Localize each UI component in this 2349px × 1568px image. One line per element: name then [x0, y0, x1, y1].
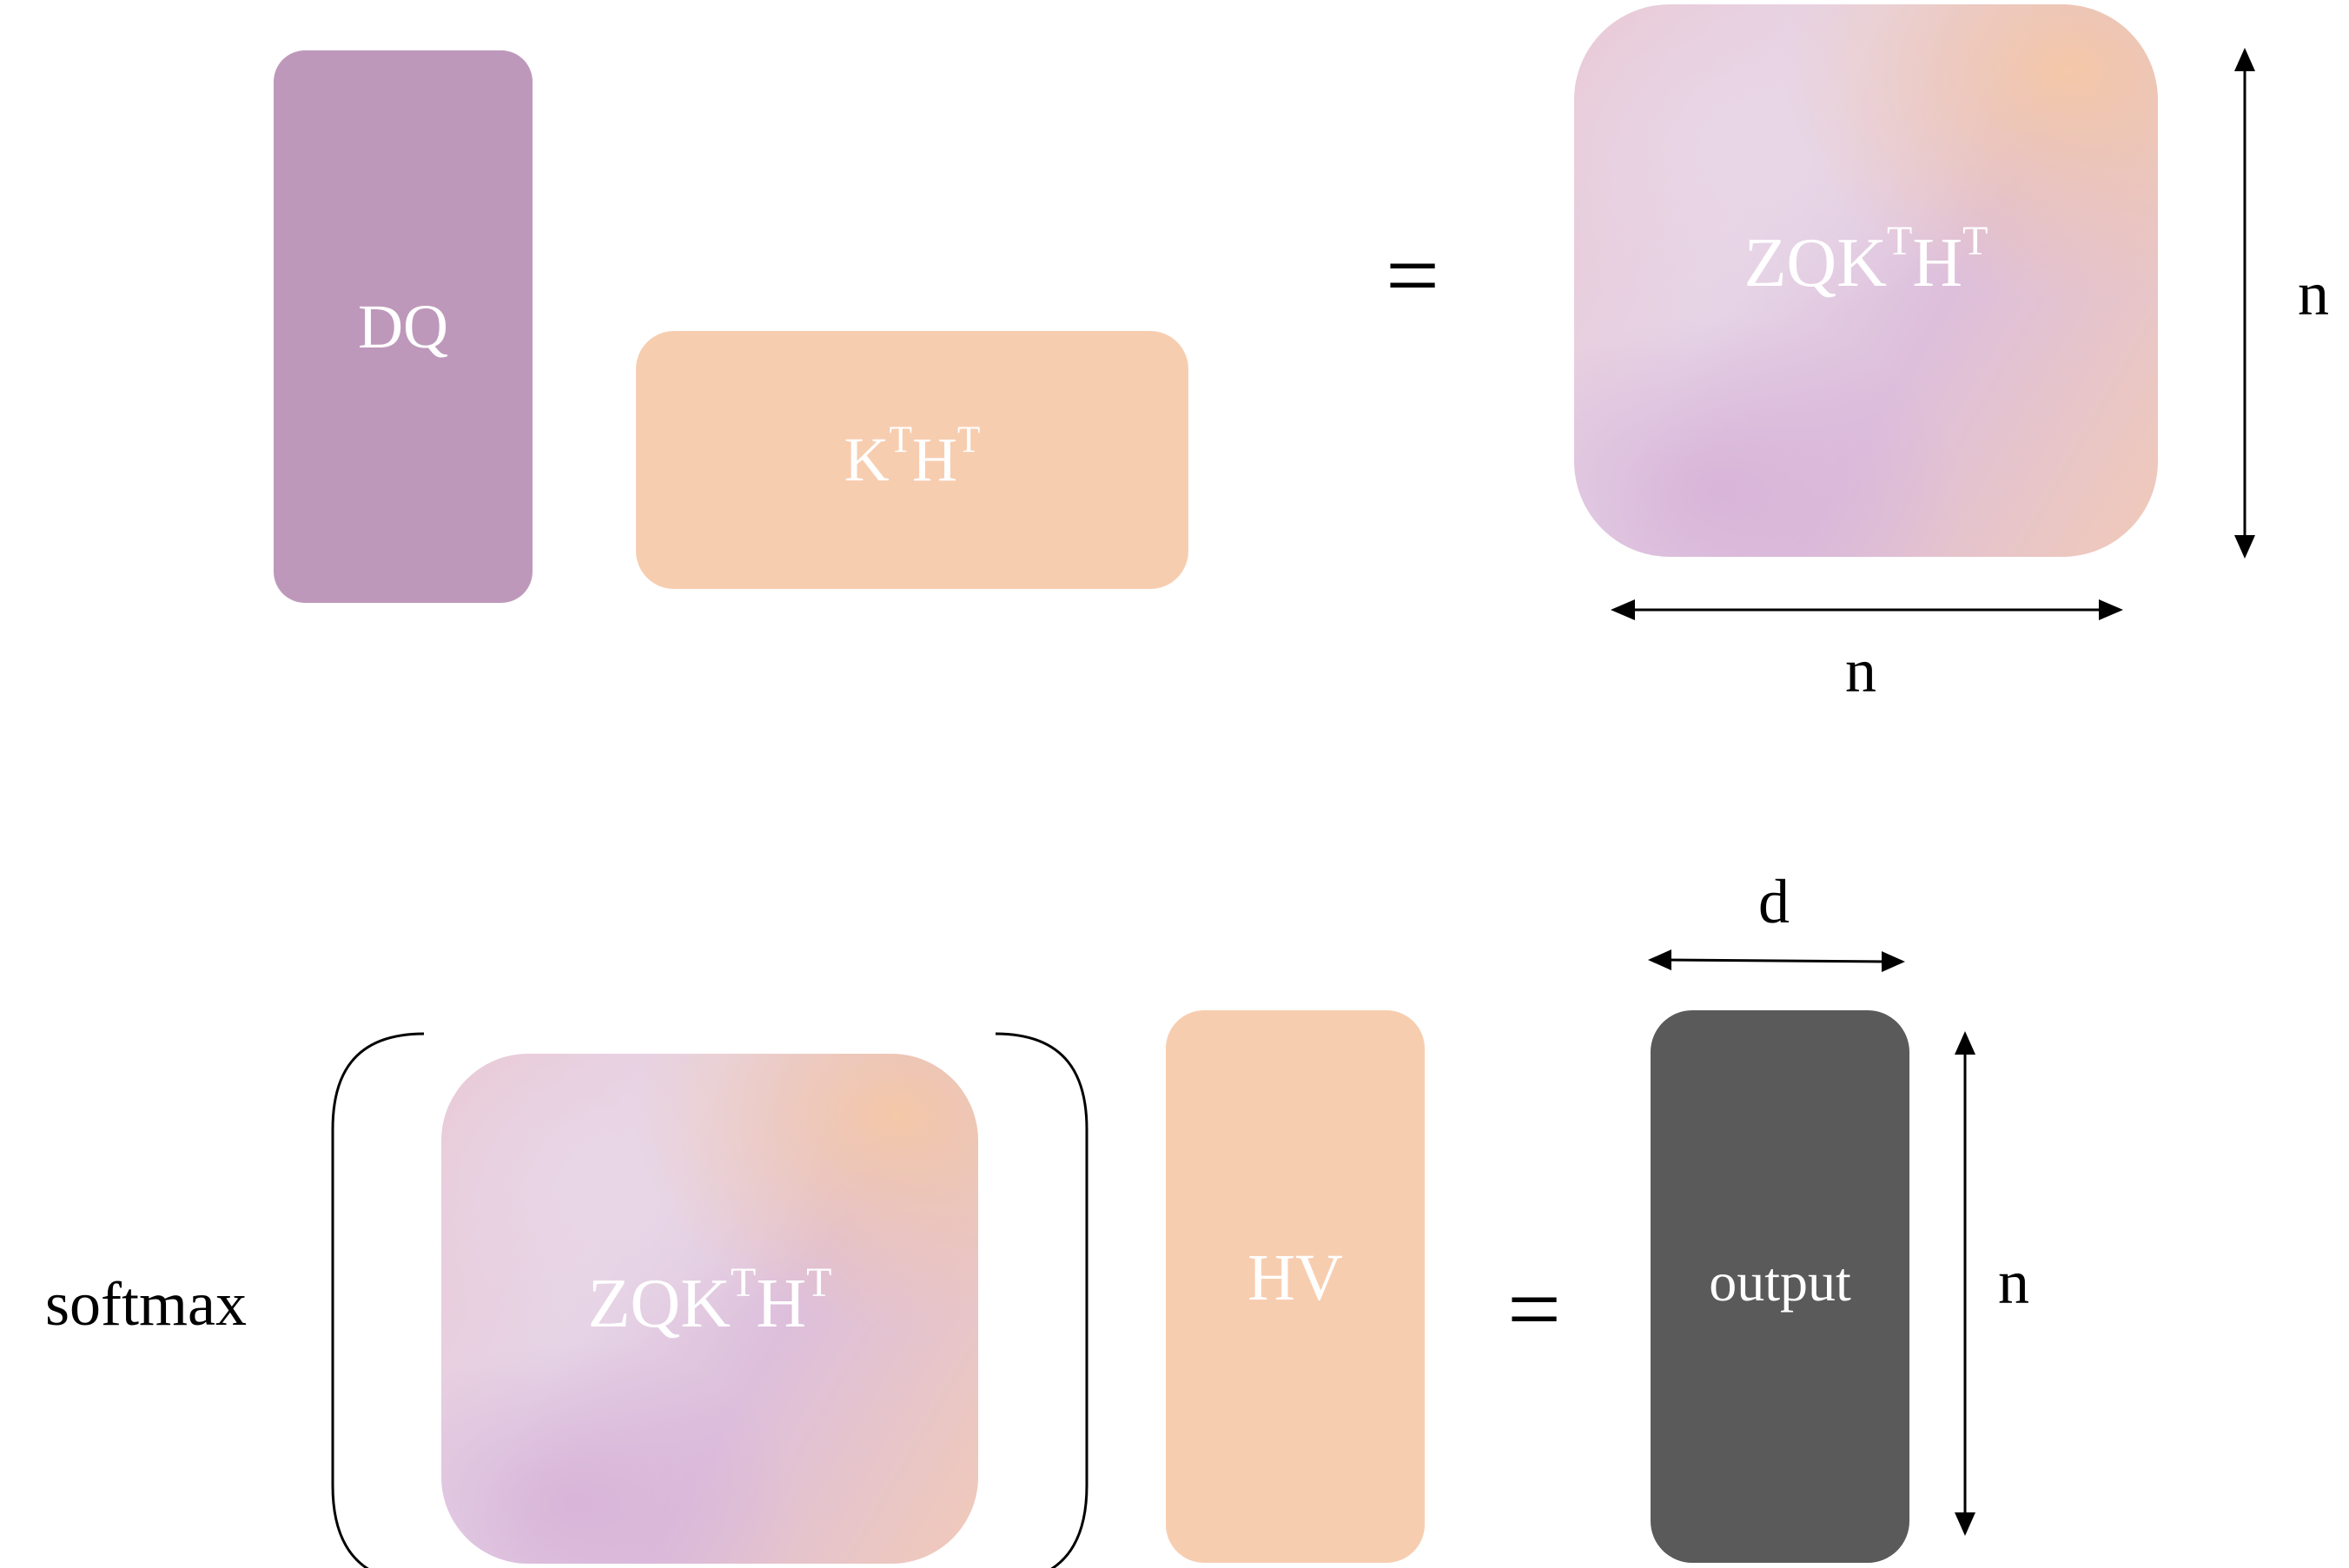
bottom-width-dimension-arrow [1648, 949, 1905, 972]
attention-matrix-top-label: ZQKTHT [1744, 218, 1988, 301]
hv-block: HV [1166, 1010, 1425, 1563]
dq-label: DQ [358, 291, 448, 361]
output-label: output [1709, 1251, 1851, 1313]
bottom-height-dimension-arrow [1955, 1031, 1975, 1536]
top-vertical-dimension-arrow [2234, 48, 2255, 559]
top-equals-sign: = [1386, 222, 1440, 328]
kh-label: KTHT [844, 419, 981, 494]
attention-matrix-bottom: ZQKTHT [441, 1054, 978, 1564]
softmax-label: softmax [45, 1269, 247, 1339]
output-block: output [1651, 1010, 1909, 1563]
attention-matrix-top: ZQKTHT [1574, 4, 2158, 557]
dq-block: DQ [274, 50, 533, 603]
left-bracket [331, 1032, 425, 1568]
top-dim-horizontal-label: n [1845, 636, 1876, 705]
top-horizontal-dimension-arrow [1611, 599, 2123, 620]
bottom-dim-height-label: n [1998, 1247, 2029, 1317]
right-bracket [995, 1032, 1088, 1568]
top-dim-vertical-label: n [2298, 259, 2329, 328]
hv-label: HV [1247, 1241, 1343, 1314]
bottom-equals-sign: = [1507, 1256, 1562, 1362]
attention-matrix-bottom-label: ZQKTHT [587, 1259, 832, 1342]
kh-block: KTHT [636, 331, 1188, 589]
bottom-dim-width-label: d [1758, 867, 1790, 936]
